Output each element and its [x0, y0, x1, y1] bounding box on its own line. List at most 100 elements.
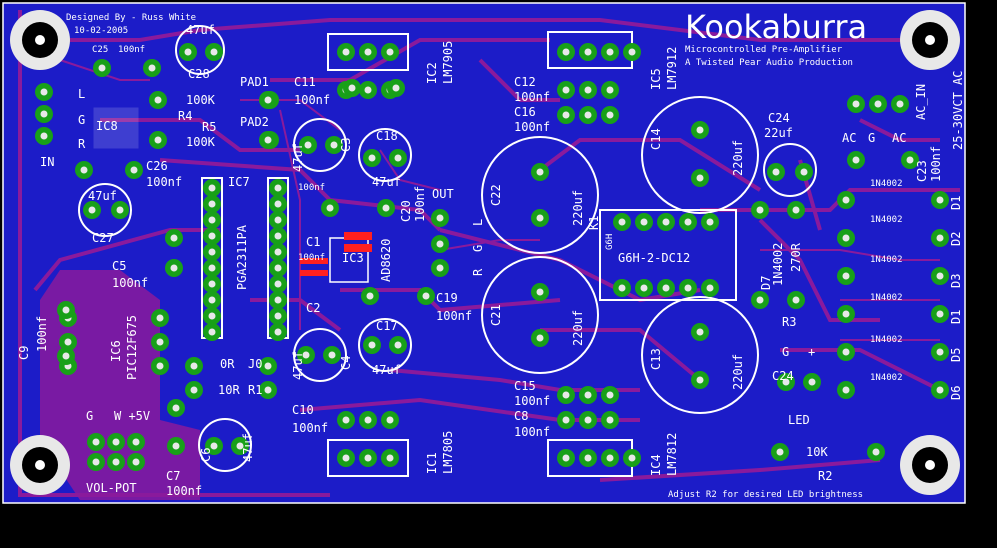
- pad-hole: [606, 454, 614, 462]
- c27-label: C27: [92, 231, 114, 245]
- pad-hole: [842, 234, 850, 242]
- pad-hole: [156, 338, 164, 346]
- pad-hole: [208, 216, 216, 224]
- design-date: 10-02-2005: [74, 26, 128, 36]
- ic8-body: [93, 107, 139, 149]
- pad-hole: [584, 48, 592, 56]
- pad-hole: [606, 86, 614, 94]
- c5-value: 100nf: [112, 276, 148, 290]
- c5-label: C5: [112, 259, 126, 273]
- c27-value: 47uf: [88, 189, 117, 203]
- pad-hole: [842, 348, 850, 356]
- pad-hole: [628, 454, 636, 462]
- d7-label: D7: [759, 276, 773, 290]
- c20-label: C20: [399, 200, 413, 222]
- pad-hole: [274, 184, 282, 192]
- pad-hole: [584, 86, 592, 94]
- pad-hole: [792, 296, 800, 304]
- pad-hole: [208, 328, 216, 336]
- ic6-label: IC6: [109, 340, 123, 362]
- pad-hole: [190, 362, 198, 370]
- c8-label: C8: [514, 409, 528, 423]
- pad-hole: [148, 64, 156, 72]
- pad-hole: [40, 88, 48, 96]
- pad-hole: [562, 391, 570, 399]
- pad-hole: [264, 136, 272, 144]
- ac-rating-label: 25-30VCT AC: [951, 71, 965, 150]
- out-r-label: R: [471, 268, 485, 276]
- c10-value: 100nf: [292, 421, 328, 435]
- pad2-label: PAD2: [240, 115, 269, 129]
- d6-label: D6: [949, 386, 963, 400]
- pad-hole: [112, 458, 120, 466]
- pad-hole: [62, 306, 70, 314]
- pad-hole: [326, 204, 334, 212]
- c18-label: C18: [376, 129, 398, 143]
- c6-label: C6: [199, 448, 213, 462]
- pad-hole: [756, 206, 764, 214]
- pad-hole: [562, 416, 570, 424]
- r2-label: R2: [818, 469, 832, 483]
- pad-hole: [274, 280, 282, 288]
- c28-label: C28: [188, 67, 210, 81]
- c8-value: 100nf: [514, 425, 550, 439]
- c21-label: C21: [489, 304, 503, 326]
- pad-hole: [684, 284, 692, 292]
- d1-part: 1N4002: [870, 179, 903, 189]
- d6-part: 1N4002: [870, 373, 903, 383]
- pad-hole: [392, 84, 400, 92]
- pad-hole: [112, 438, 120, 446]
- pad-hole: [98, 64, 106, 72]
- r2-value: 10K: [806, 445, 828, 459]
- c13-label: C13: [649, 348, 663, 370]
- pad-hole: [364, 86, 372, 94]
- pad-hole: [662, 284, 670, 292]
- pad-hole: [842, 310, 850, 318]
- c24-value: 22uf: [764, 126, 793, 140]
- pad-hole: [368, 341, 376, 349]
- board-title: Kookaburra: [685, 8, 867, 46]
- c17-label: C17: [376, 319, 398, 333]
- c16-value: 100nf: [514, 120, 550, 134]
- pad-hole: [264, 386, 272, 394]
- pad-hole: [40, 110, 48, 118]
- pad-hole: [896, 100, 904, 108]
- c25-label: C25: [92, 45, 108, 55]
- ic2-label: IC2: [425, 62, 439, 84]
- pad-hole: [874, 100, 882, 108]
- ic6-part: PIC12F675: [125, 315, 139, 380]
- r4-value: 100K: [186, 93, 216, 107]
- pad-hole: [364, 48, 372, 56]
- pad-hole: [208, 280, 216, 288]
- pad-hole: [852, 156, 860, 164]
- c11-label: C11: [294, 75, 316, 89]
- pad-hole: [132, 458, 140, 466]
- c26-label: C26: [146, 159, 168, 173]
- pad-hole: [64, 338, 72, 346]
- ic7-part: PGA2311PA: [235, 224, 249, 290]
- pad-hole: [88, 206, 96, 214]
- c28-value: 47uf: [186, 23, 215, 37]
- pad-hole: [562, 454, 570, 462]
- pads: [35, 43, 949, 471]
- thin-traces: [59, 59, 940, 341]
- r4-label: R4: [178, 109, 192, 123]
- out-g-label: G: [471, 245, 485, 252]
- pad-hole: [184, 48, 192, 56]
- pad-hole: [116, 206, 124, 214]
- pad-hole: [382, 204, 390, 212]
- pad-hole: [274, 312, 282, 320]
- ic1-label: IC1: [425, 452, 439, 474]
- in-label: IN: [40, 155, 54, 169]
- pad-hole: [274, 296, 282, 304]
- r0-label: 0R: [220, 357, 235, 371]
- pad-hole: [640, 218, 648, 226]
- pad-hole: [936, 196, 944, 204]
- pad-hole: [436, 240, 444, 248]
- pad-hole: [132, 438, 140, 446]
- c1-label: C1: [306, 235, 320, 249]
- pad-hole: [208, 184, 216, 192]
- c2-label: C2: [306, 301, 320, 315]
- pad-hole: [618, 284, 626, 292]
- ic3-part: AD8620: [379, 239, 393, 282]
